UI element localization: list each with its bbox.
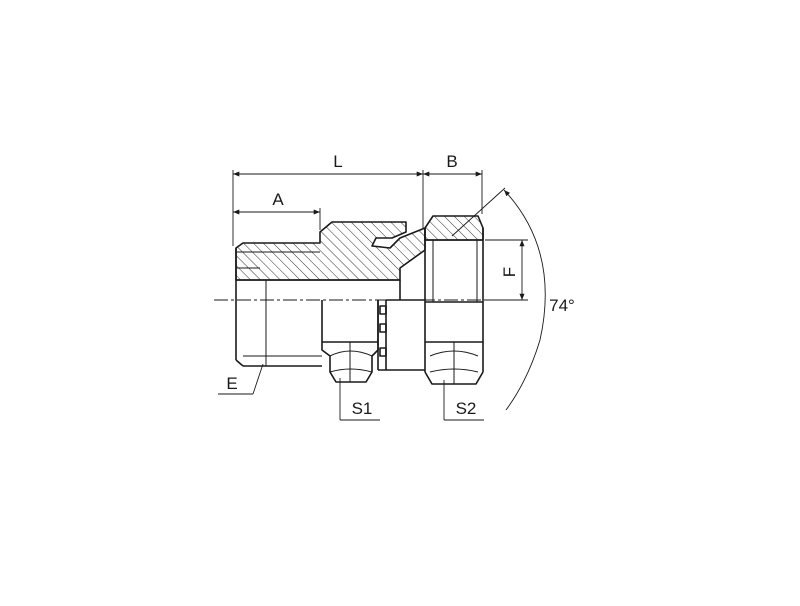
- hex-s1: [321, 300, 379, 383]
- dimension-angle: 74°: [451, 187, 575, 411]
- label-a: A: [272, 190, 284, 209]
- dimension-a: A: [233, 190, 321, 230]
- label-s1: S1: [352, 399, 373, 418]
- dimension-l: L: [232, 152, 424, 246]
- leader-s2: S2: [443, 380, 484, 421]
- label-s2: S2: [456, 399, 477, 418]
- male-thread-lines: [235, 248, 322, 367]
- label-l: L: [333, 152, 342, 171]
- leader-e: E: [218, 363, 264, 395]
- dimension-b: B: [423, 152, 483, 214]
- label-b: B: [446, 152, 457, 171]
- label-f: F: [500, 267, 519, 277]
- neck-section: [377, 300, 425, 371]
- hex-s2: [424, 228, 484, 385]
- label-angle: 74°: [549, 296, 575, 315]
- inner-bore: [236, 279, 425, 301]
- leader-s1: S1: [339, 378, 380, 421]
- dimension-f: F: [485, 239, 528, 301]
- label-e: E: [226, 374, 237, 393]
- body-section-upper: [235, 215, 484, 281]
